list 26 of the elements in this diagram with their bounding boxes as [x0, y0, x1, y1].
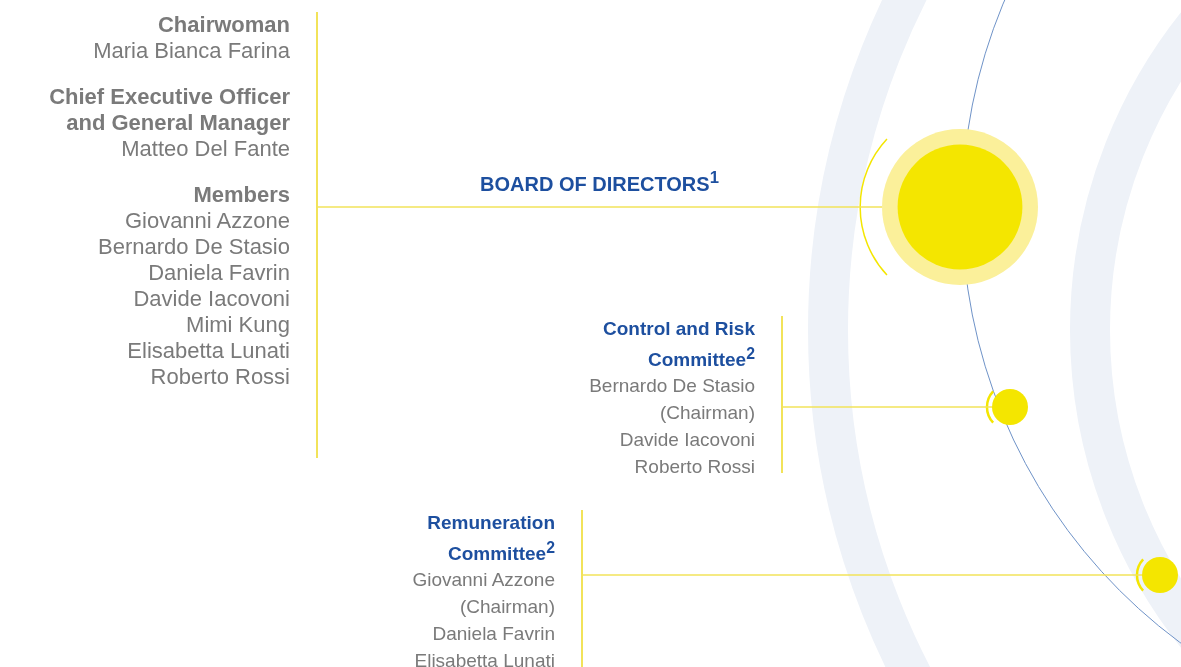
role-heading: Remuneration Committee$^{2}$ [426, 511, 555, 567]
member-name: Giovanni Azzone (Chairman) [411, 568, 555, 620]
circle-marker [1142, 557, 1178, 593]
connector-line [781, 406, 993, 408]
connector-line [316, 206, 883, 208]
member-name: Roberto Rossi [149, 364, 290, 390]
connector-line [581, 574, 1143, 576]
member-name: Elisabetta Lunati [126, 338, 290, 364]
role-heading: Members [192, 182, 290, 208]
role-heading: Chairwoman [156, 12, 290, 38]
member-name: Maria Bianca Farina [92, 38, 290, 64]
member-name: Bernardo De Stasio (Chairman) [588, 374, 755, 426]
role-heading: Control and Risk Committee$^{2}$ [602, 317, 755, 373]
member-name: Bernardo De Stasio [97, 234, 290, 260]
role-heading: Chief Executive Officer and General Manager [48, 84, 290, 136]
member-name: Mimi Kung [185, 312, 290, 338]
member-name: Daniela Favrin [431, 622, 555, 647]
member-name: Davide Iacovoni [618, 428, 755, 453]
circle-marker [992, 389, 1028, 425]
member-name: Roberto Rossi [633, 455, 755, 480]
member-name: Elisabetta Lunati [413, 649, 555, 667]
member-name: Matteo Del Fante [120, 136, 290, 162]
member-name: Giovanni Azzone [123, 208, 290, 234]
circle-marker [882, 129, 1038, 285]
member-name: Daniela Favrin [147, 260, 290, 286]
member-name: Davide Iacovoni [132, 286, 290, 312]
